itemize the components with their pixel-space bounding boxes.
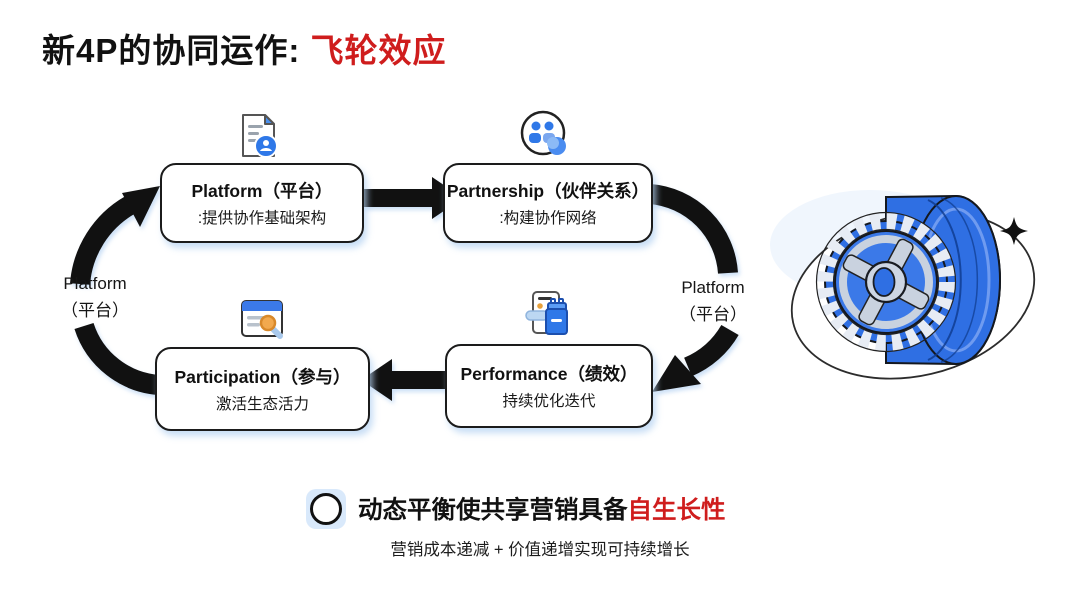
arrowhead-down-left-icon: [652, 355, 701, 392]
people-circle-icon: [520, 110, 566, 156]
side-label-left: Platform （平台）: [33, 270, 157, 324]
participation-box: Participation（参与） 激活生态活力: [155, 347, 370, 431]
side-label-left-line1: Platform: [63, 274, 127, 293]
platform-box-desc: :提供协作基础架构: [197, 210, 327, 227]
page-title: 新4P的协同运作: 飞轮效应: [42, 24, 447, 72]
page-title-black: 新4P的协同运作:: [42, 32, 311, 69]
conclusion-bullet: [306, 489, 346, 529]
conclusion-sub: 营销成本递减 + 价值递增实现可持续增长: [390, 541, 690, 559]
performance-box-title: Performance（绩效）: [460, 364, 638, 384]
side-label-left-line2: （平台）: [61, 301, 129, 321]
conclusion-main-red: 自生长性: [627, 497, 726, 524]
arc-left-top: [70, 196, 136, 286]
phone-usb-icon: [525, 291, 568, 335]
circle-icon: [310, 493, 342, 525]
partnership-box-desc: :构建协作网络: [499, 210, 597, 227]
conclusion-main: 动态平衡使共享营销具备自生长性: [358, 491, 726, 526]
participation-box-desc: 激活生态活力: [215, 396, 309, 413]
arc-right-bottom: [683, 324, 739, 377]
platform-box-title: Platform（平台）: [191, 181, 333, 201]
conclusion-main-black: 动态平衡使共享营销具备: [358, 497, 628, 524]
platform-box: Platform（平台） :提供协作基础架构: [160, 163, 364, 243]
performance-box-desc: 持续优化迭代: [502, 393, 596, 410]
side-label-right-line1: Platform: [681, 278, 745, 297]
performance-box: Performance（绩效） 持续优化迭代: [445, 344, 653, 428]
arrowhead-up-right-icon: [122, 186, 160, 227]
partnership-box-title: Partnership（伙伴关系）: [446, 181, 650, 201]
page-title-red: 飞轮效应: [310, 32, 447, 69]
participation-box-title: Participation（参与）: [174, 367, 351, 387]
arrow-left-icon: [361, 359, 462, 401]
gear-teeth: [816, 212, 956, 352]
side-label-right: Platform （平台）: [651, 274, 775, 328]
side-label-right-line2: （平台）: [679, 305, 747, 325]
gear-illustration: [770, 190, 1036, 380]
arc-left-bottom: [74, 322, 161, 395]
browser-search-icon: [241, 300, 283, 339]
document-user-icon: [242, 114, 278, 158]
partnership-box: Partnership（伙伴关系） :构建协作网络: [443, 163, 653, 243]
arrow-right-icon: [362, 177, 463, 219]
arc-right-top: [648, 184, 738, 275]
sparkle-icon: [1000, 217, 1028, 245]
